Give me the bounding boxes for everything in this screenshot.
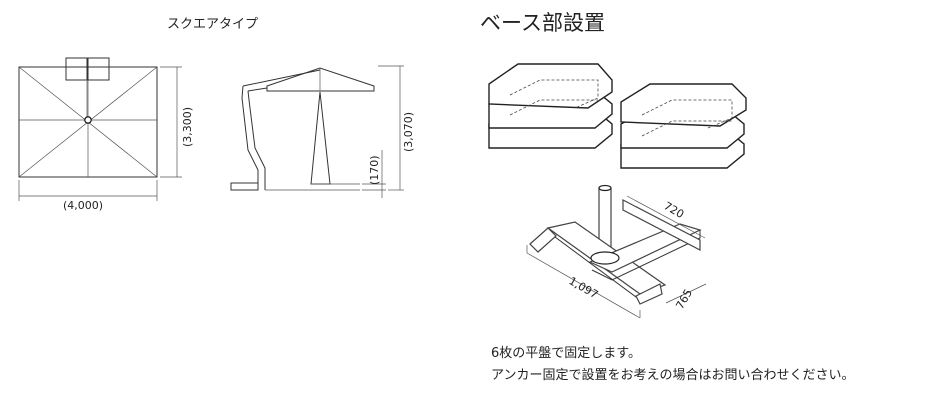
base-height-dimension: (170) [362, 150, 386, 198]
width-dimension: (4,000) [18, 180, 158, 212]
height-label: (3,070) [402, 112, 415, 152]
depth-dimension: (3,300) [160, 66, 194, 178]
base-length-label: 1,097 [567, 274, 601, 301]
base-arm-label: 720 [662, 199, 687, 221]
note-line-2: アンカー固定で設置をお考えの場合はお問い合わせください。 [491, 367, 854, 383]
slab-stack-right [620, 83, 747, 169]
depth-label: (3,300) [181, 107, 194, 147]
umbrella-side-view [230, 67, 375, 191]
height-dimension: (3,070) [378, 65, 415, 191]
slab-stack-left [488, 63, 613, 149]
base-height-label: (170) [368, 155, 381, 185]
cross-base-frame [529, 184, 702, 305]
umbrella-top-view [18, 57, 158, 178]
width-label: (4,000) [63, 199, 103, 212]
right-title: ベース部設置 [480, 11, 605, 35]
left-title: スクエアタイプ [167, 17, 258, 32]
note-line-1: 6枚の平盤で固定します。 [491, 346, 641, 361]
